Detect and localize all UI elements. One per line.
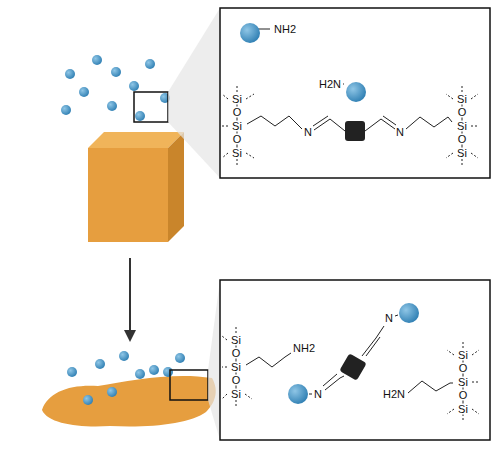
atom-label: N — [303, 127, 313, 138]
atom-label: Si — [231, 121, 243, 132]
inset-box — [220, 280, 490, 440]
atom-label: O — [231, 348, 242, 359]
linker-core — [339, 353, 366, 380]
atom-label: O — [232, 134, 243, 145]
zoom-frame — [134, 92, 168, 122]
atom-label: Si — [457, 377, 469, 388]
atom-label: Si — [457, 350, 469, 361]
atom-label: Si — [231, 94, 243, 105]
degraded-particle — [42, 376, 216, 427]
atom-label: H2N — [318, 79, 342, 90]
zoom-cone — [208, 280, 220, 440]
atom-label: Si — [456, 121, 468, 132]
amine-ball — [346, 82, 366, 102]
atom-label: O — [231, 375, 242, 386]
atom-label: O — [232, 107, 243, 118]
cube — [88, 132, 184, 242]
atom-label: O — [457, 107, 468, 118]
zoom-frame — [170, 370, 208, 400]
bonds — [222, 315, 479, 421]
amine-ball — [399, 303, 419, 323]
amine-ball — [240, 23, 260, 43]
atom-label: NH2 — [273, 24, 297, 35]
atom-label: NH2 — [292, 343, 316, 354]
zoom-cone — [168, 8, 220, 178]
bonds — [222, 29, 478, 166]
atom-label: H2N — [382, 389, 406, 400]
atom-label: Si — [230, 335, 242, 346]
amine-dots — [61, 55, 170, 121]
linker-core — [345, 121, 365, 141]
atom-label: Si — [456, 148, 468, 159]
atom-label: Si — [230, 389, 242, 400]
atom-label: N — [384, 313, 394, 324]
atom-label: O — [458, 390, 469, 401]
process-arrow — [129, 258, 131, 336]
atom-label: N — [395, 127, 405, 138]
inset-box — [220, 8, 490, 178]
atom-label: Si — [457, 404, 469, 415]
atom-label: O — [458, 363, 469, 374]
atom-label: O — [457, 134, 468, 145]
amine-ball — [288, 384, 308, 404]
atom-label: Si — [230, 362, 242, 373]
amine-dots — [67, 351, 185, 405]
atom-label: Si — [231, 148, 243, 159]
atom-label: Si — [456, 94, 468, 105]
atom-label: N — [313, 389, 323, 400]
